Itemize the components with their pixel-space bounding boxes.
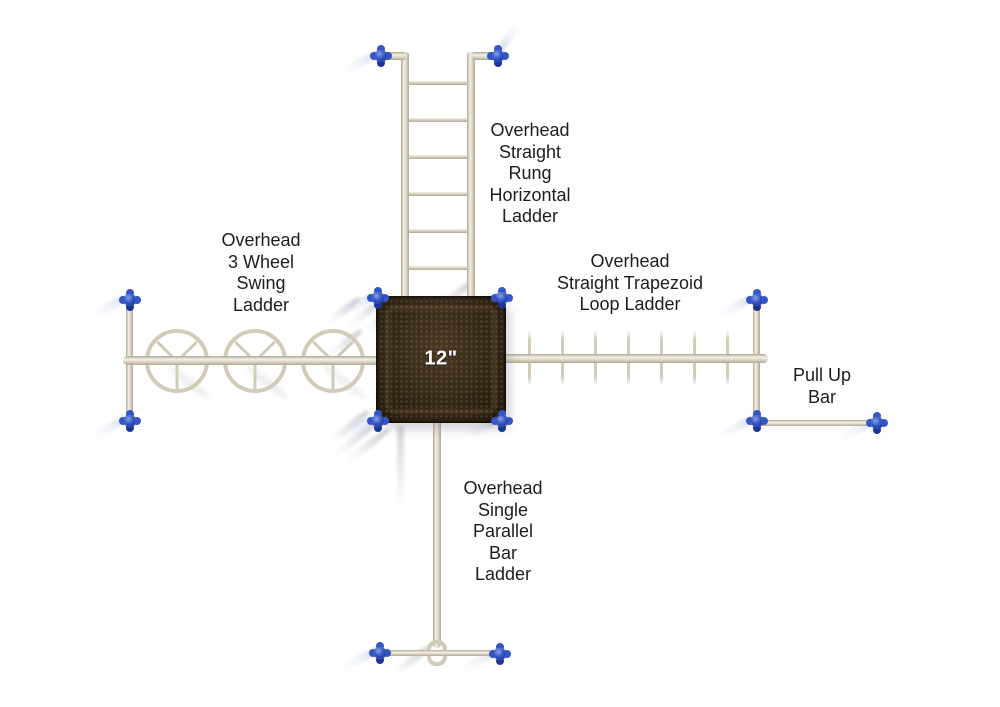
ladder-rung	[407, 192, 469, 196]
pull-up-bar	[757, 420, 877, 426]
connector-clamp	[487, 45, 509, 67]
parallel-bar	[433, 420, 441, 648]
ladder-rung	[407, 266, 469, 270]
ladder-rung	[407, 155, 469, 159]
connector-clamp	[746, 289, 768, 311]
label-overhead-straight-rung-horizontal-ladder: Overhead Straight Rung Horizontal Ladder	[489, 120, 571, 226]
connector-clamp	[491, 287, 513, 309]
trapezoid-ladder-beam	[500, 354, 768, 363]
connector-clamp	[369, 642, 391, 664]
ladder-rung	[407, 118, 469, 122]
wheel-spoke	[175, 361, 179, 390]
rung-ladder-left-elbow	[381, 52, 407, 60]
connector-clamp	[119, 289, 141, 311]
platform-deck: 12"	[376, 296, 506, 423]
wheel-ladder-beam	[123, 356, 383, 365]
ladder-rung	[407, 229, 469, 233]
wheel-spoke	[331, 361, 335, 390]
rung-ladder-right-rail	[467, 52, 475, 298]
label-overhead-single-parallel-bar-ladder: Overhead Single Parallel Bar Ladder	[463, 478, 543, 584]
ground-shadow	[397, 426, 404, 518]
rung-ladder-right-elbow	[471, 52, 499, 60]
label-pull-up-bar: Pull Up Bar	[792, 365, 852, 407]
label-overhead-3-wheel-swing-ladder: Overhead 3 Wheel Swing Ladder	[221, 230, 301, 315]
connector-clamp	[746, 410, 768, 432]
label-overhead-straight-trapezoid-loop-ladder: Overhead Straight Trapezoid Loop Ladder	[556, 251, 704, 314]
connector-clamp	[370, 45, 392, 67]
connector-clamp	[489, 643, 511, 665]
connector-clamp	[119, 410, 141, 432]
platform-size-label: 12"	[424, 346, 458, 369]
connector-clamp	[491, 410, 513, 432]
rung-ladder-left-rail	[401, 52, 409, 298]
connector-clamp	[367, 410, 389, 432]
ladder-rung	[407, 81, 469, 85]
connector-clamp	[866, 412, 888, 434]
parallel-bar-crossbar	[380, 650, 500, 656]
wheel-spoke	[253, 361, 257, 390]
connector-clamp	[367, 287, 389, 309]
